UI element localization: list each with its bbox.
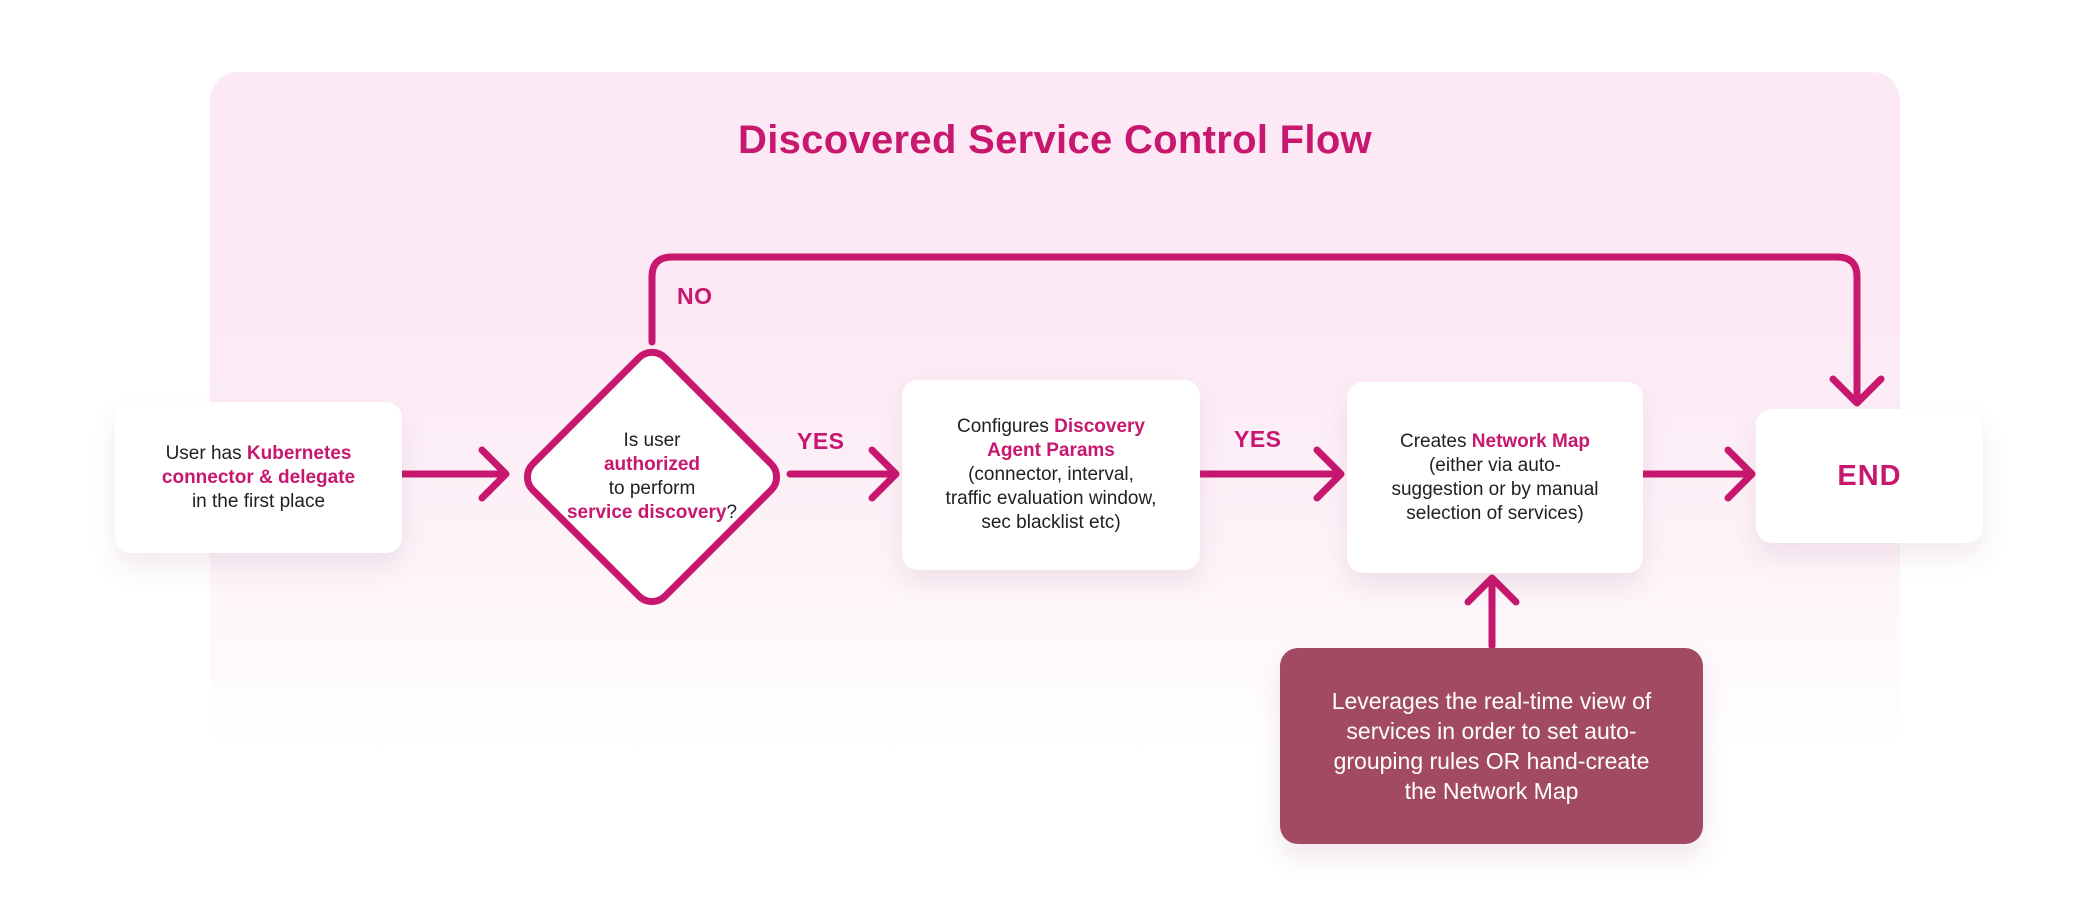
edge-label-no: NO: [677, 283, 713, 309]
arrowhead-right-icon: [1724, 446, 1756, 502]
arrowhead-right-icon: [478, 446, 510, 502]
diagram-title: Discovered Service Control Flow: [738, 118, 1372, 162]
node-creates-network-map: Creates Network Map(either via auto-sugg…: [1347, 382, 1643, 573]
arrowhead-down-icon: [1829, 375, 1885, 407]
edge-callout-to-network: [1464, 574, 1520, 650]
edge-line: [648, 253, 1861, 401]
edge-network-to-end: [1639, 446, 1756, 502]
end-label: END: [1837, 460, 1902, 492]
edge-label-yes-1: YES: [797, 428, 845, 454]
arrowhead-right-icon: [1313, 446, 1345, 502]
arrowhead-right-icon: [868, 446, 900, 502]
edge-start-to-decision: [398, 446, 510, 502]
edge-decision-no-to-end: [648, 253, 1885, 407]
edge-decision-to-params-yes: [786, 446, 900, 502]
edge-params-to-network-yes: [1196, 446, 1345, 502]
edge-label-yes-2: YES: [1234, 426, 1282, 452]
node-end: END: [1756, 409, 1983, 543]
arrowhead-up-icon: [1464, 574, 1520, 606]
